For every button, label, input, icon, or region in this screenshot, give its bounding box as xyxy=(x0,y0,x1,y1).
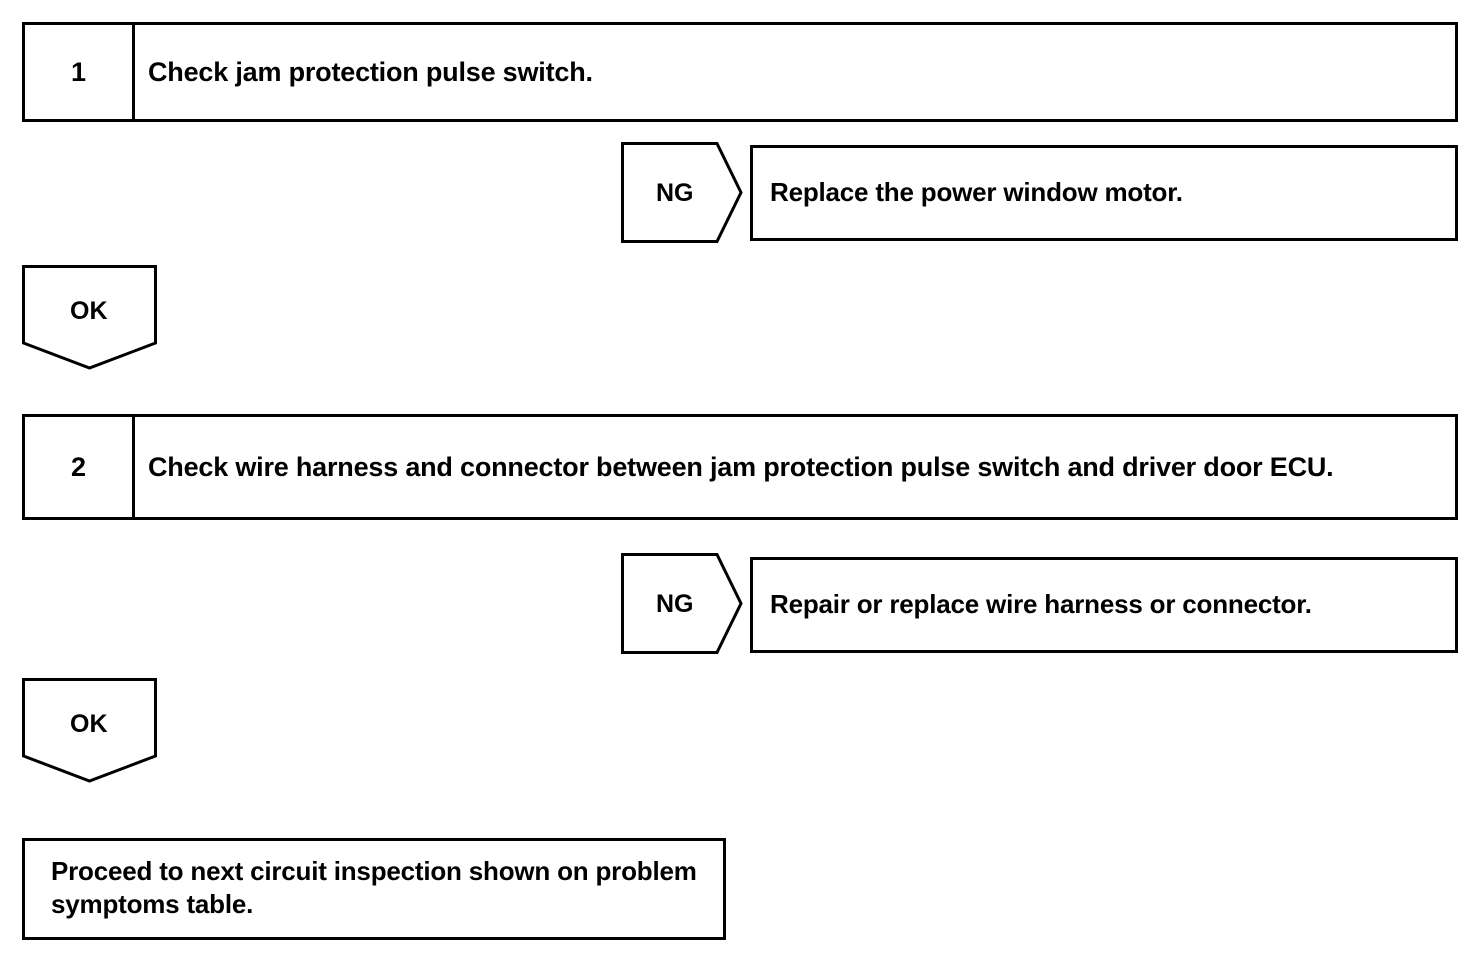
ok-arrow-label-1: OK xyxy=(70,297,108,325)
ok-arrow-2: OK xyxy=(22,678,159,783)
ok-arrow-1: OK xyxy=(22,265,159,370)
step-text-1: Check jam protection pulse switch. xyxy=(148,56,593,87)
ng-result-text-2: Repair or replace wire harness or connec… xyxy=(770,589,1312,620)
step-number-1: 1 xyxy=(25,25,135,119)
ng-arrow-1: NG xyxy=(621,142,743,243)
conclusion-box[interactable]: Proceed to next circuit inspection shown… xyxy=(22,838,726,940)
ng-arrow-2: NG xyxy=(621,553,743,654)
step-box-2[interactable]: 2 Check wire harness and connector betwe… xyxy=(22,414,1458,520)
ng-arrow-label-2: NG xyxy=(656,590,694,618)
ng-arrow-label-1: NG xyxy=(656,179,694,207)
conclusion-text: Proceed to next circuit inspection shown… xyxy=(51,856,697,919)
ng-result-text-1: Replace the power window motor. xyxy=(770,177,1183,208)
ng-result-box-2[interactable]: Repair or replace wire harness or connec… xyxy=(750,557,1458,653)
ok-arrow-label-2: OK xyxy=(70,710,108,738)
step-number-2: 2 xyxy=(25,417,135,517)
step-text-2: Check wire harness and connector between… xyxy=(148,451,1334,482)
step-box-1[interactable]: 1 Check jam protection pulse switch. xyxy=(22,22,1458,122)
ng-result-box-1[interactable]: Replace the power window motor. xyxy=(750,145,1458,241)
